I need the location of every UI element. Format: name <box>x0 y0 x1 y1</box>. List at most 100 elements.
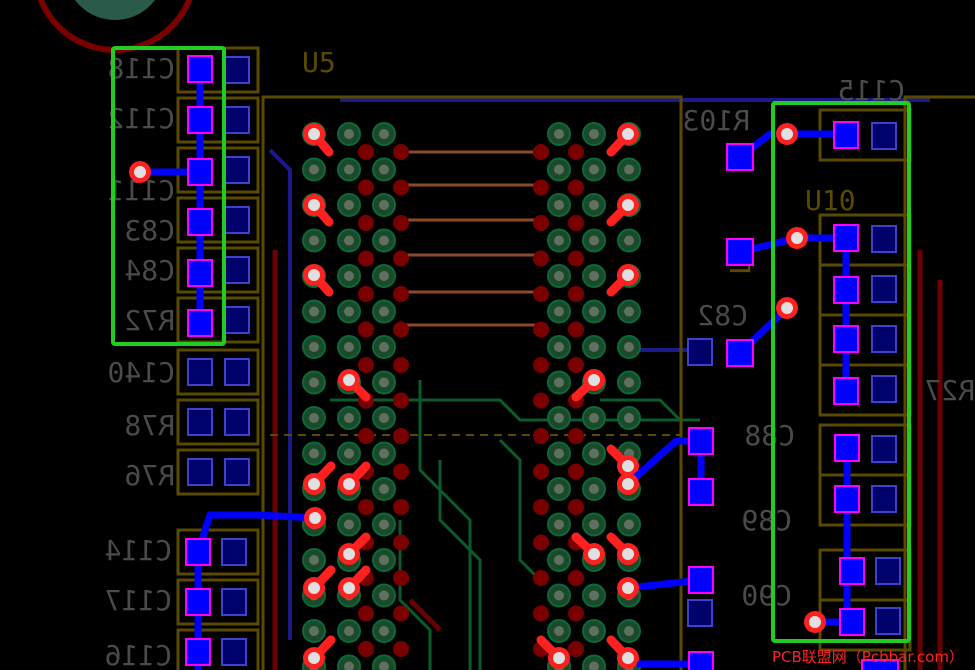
pad-c114-1 <box>185 538 211 566</box>
pad-c112-1 <box>187 106 213 134</box>
u5-ball-grid[interactable] <box>302 122 641 670</box>
inner-via <box>533 499 549 515</box>
inner-via <box>358 428 374 444</box>
label-c117: C117 <box>105 584 172 617</box>
fanout-via-hole <box>343 548 355 560</box>
bga-ball-hole <box>344 413 354 423</box>
pad-c115-1 <box>833 121 859 149</box>
bga-ball-hole <box>344 448 354 459</box>
bga-ball-hole <box>554 235 564 246</box>
inner-via <box>533 321 549 338</box>
pad-bottom-right <box>861 659 899 670</box>
bga-ball-hole <box>554 555 564 565</box>
bga-ball-hole <box>554 377 564 388</box>
pad-r103-1 <box>726 143 754 171</box>
inner-via <box>393 463 409 480</box>
pad-c90-2 <box>839 608 865 636</box>
inner-via <box>358 605 374 622</box>
inner-via <box>533 570 549 586</box>
label-r72: R72 <box>124 304 175 337</box>
label-c84: C84 <box>124 254 175 287</box>
bga-ball-hole <box>589 661 599 670</box>
inner-via <box>358 321 374 338</box>
fanout-via-hole <box>553 652 565 664</box>
fanout-via-hole <box>308 269 320 281</box>
trace-vias[interactable] <box>129 123 826 633</box>
bga-ball-hole <box>589 413 599 423</box>
selection-box-left <box>111 46 226 346</box>
inner-via <box>393 499 409 515</box>
bga-ball-hole <box>379 306 389 317</box>
fanout-via-hole <box>308 652 320 664</box>
inner-via <box>533 463 549 480</box>
label-r76: R76 <box>124 459 175 492</box>
label-u5: U5 <box>302 46 336 79</box>
inner-via <box>358 499 374 515</box>
inner-layer-traces <box>330 380 700 670</box>
pad-c118-1 <box>187 55 213 83</box>
bga-ball-hole <box>554 590 564 601</box>
inner-via <box>568 605 584 622</box>
bga-ball-hole <box>344 519 354 530</box>
inner-via <box>393 534 409 551</box>
bga-ball-hole <box>379 519 389 530</box>
pad-c116-1 <box>185 638 211 666</box>
inner-via <box>393 286 409 302</box>
bga-ball-hole <box>379 484 389 494</box>
selection-box-right <box>771 101 911 643</box>
pad-c88-2 <box>688 427 714 455</box>
inner-via <box>568 499 584 515</box>
inner-via <box>533 144 549 160</box>
bga-ball-hole <box>379 129 389 139</box>
inner-via <box>568 144 584 160</box>
fanout-via-hole <box>308 128 320 140</box>
bga-ball-hole <box>554 626 564 636</box>
label-c88: C88 <box>744 419 795 452</box>
inner-via <box>533 357 549 373</box>
bga-ball-hole <box>344 271 354 281</box>
top-layer-traces-dim <box>268 98 930 640</box>
bga-ball-hole <box>589 271 599 281</box>
bga-ball-hole <box>379 200 389 210</box>
u5-fanout-vias[interactable] <box>303 123 639 669</box>
bga-ball-hole <box>379 555 389 565</box>
pad-c88-1 <box>834 434 860 462</box>
pad-c89-1 <box>834 485 860 513</box>
inner-via <box>568 463 584 480</box>
bga-ball-hole <box>624 626 634 636</box>
inner-via <box>393 215 409 231</box>
selection-boxes[interactable] <box>111 46 911 643</box>
left-capacitor-pads <box>176 46 260 670</box>
bga-ball-hole <box>624 519 634 530</box>
top-layer-pads[interactable] <box>185 55 899 670</box>
bga-ball-hole <box>589 448 599 459</box>
bga-ball-hole <box>379 448 389 459</box>
pad-l1-1 <box>726 238 754 266</box>
bga-ball-hole <box>379 626 389 636</box>
inner-via <box>568 215 584 231</box>
bga-ball-hole <box>554 448 564 459</box>
u5-footprint[interactable] <box>261 95 683 670</box>
bga-ball-hole <box>344 129 354 139</box>
bga-ball-hole <box>344 661 354 670</box>
label-c140: C140 <box>108 356 175 389</box>
bga-ball-hole <box>554 271 564 281</box>
fanout-via-hole <box>343 478 355 490</box>
bga-ball-hole <box>624 413 634 423</box>
fanout-via-hole <box>622 269 634 281</box>
bga-ball-hole <box>309 377 319 388</box>
bga-ball-hole <box>554 519 564 530</box>
label-r78: R78 <box>124 409 175 442</box>
inner-via <box>393 641 409 657</box>
inner-via <box>393 392 409 409</box>
bga-ball-hole <box>554 200 564 210</box>
fanout-via-hole <box>588 374 600 386</box>
bottom-layer-traces <box>272 250 943 670</box>
bga-ball-hole <box>379 342 389 352</box>
inner-via <box>358 215 374 231</box>
fanout-via-hole <box>308 199 320 211</box>
inner-via <box>358 286 374 302</box>
inner-via <box>533 605 549 622</box>
